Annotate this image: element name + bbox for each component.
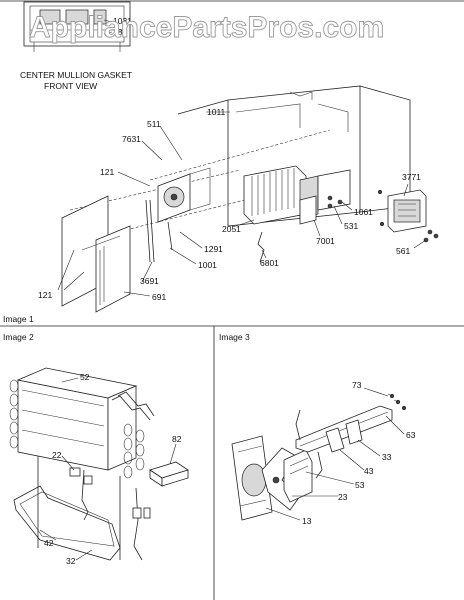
callout-561: 561 — [396, 246, 410, 256]
callout-63: 63 — [406, 430, 416, 440]
mullion-caption-line1: CENTER MULLION GASKET — [20, 70, 132, 80]
callout-2051: 2051 — [222, 224, 241, 234]
callout-3691: 3691 — [140, 276, 159, 286]
callout-691: 691 — [152, 292, 166, 302]
callout-73: 73 — [352, 380, 362, 390]
image1-drawing: 1011 511 7631 121 121 1291 1001 3691 691… — [38, 85, 439, 313]
callout-82: 82 — [172, 434, 182, 444]
callout-33: 33 — [382, 452, 392, 462]
callout-42: 42 — [44, 538, 54, 548]
mullion-caption-line2: FRONT VIEW — [44, 81, 97, 91]
image2-drawing: 52 82 22 42 32 — [9, 367, 189, 566]
callout-3771: 3771 — [402, 172, 421, 182]
watermark-text: AppliancePartsPros.com — [29, 11, 384, 44]
partial-callout-18: 18 — [113, 27, 123, 37]
callout-511: 511 — [147, 119, 161, 129]
callout-6801: 6801 — [260, 258, 279, 268]
callout-1001: 1001 — [198, 260, 217, 270]
callout-43: 43 — [364, 466, 374, 476]
partial-callout-1031: 1031 — [113, 16, 132, 26]
callout-7631: 7631 — [122, 134, 141, 144]
image3-drawing: 73 63 33 43 53 23 13 — [231, 380, 416, 526]
callout-53: 53 — [355, 480, 365, 490]
image3-header: Image 3 — [219, 332, 250, 342]
callout-121-upper: 121 — [100, 167, 114, 177]
callout-1291: 1291 — [204, 244, 223, 254]
image2-header: Image 2 — [3, 332, 34, 342]
callout-7001: 7001 — [316, 236, 335, 246]
callout-22: 22 — [52, 450, 62, 460]
callout-121-lower: 121 — [38, 290, 52, 300]
mullion-gasket-front-view: 1031 18 — [23, 1, 132, 52]
callout-1011: 1011 — [207, 107, 226, 117]
image1-header: Image 1 — [3, 314, 34, 324]
callout-32: 32 — [66, 556, 76, 566]
callout-13: 13 — [302, 516, 312, 526]
callout-531: 531 — [344, 221, 358, 231]
callout-23: 23 — [338, 492, 348, 502]
callout-52: 52 — [80, 372, 90, 382]
callout-1061: 1061 — [354, 207, 373, 217]
